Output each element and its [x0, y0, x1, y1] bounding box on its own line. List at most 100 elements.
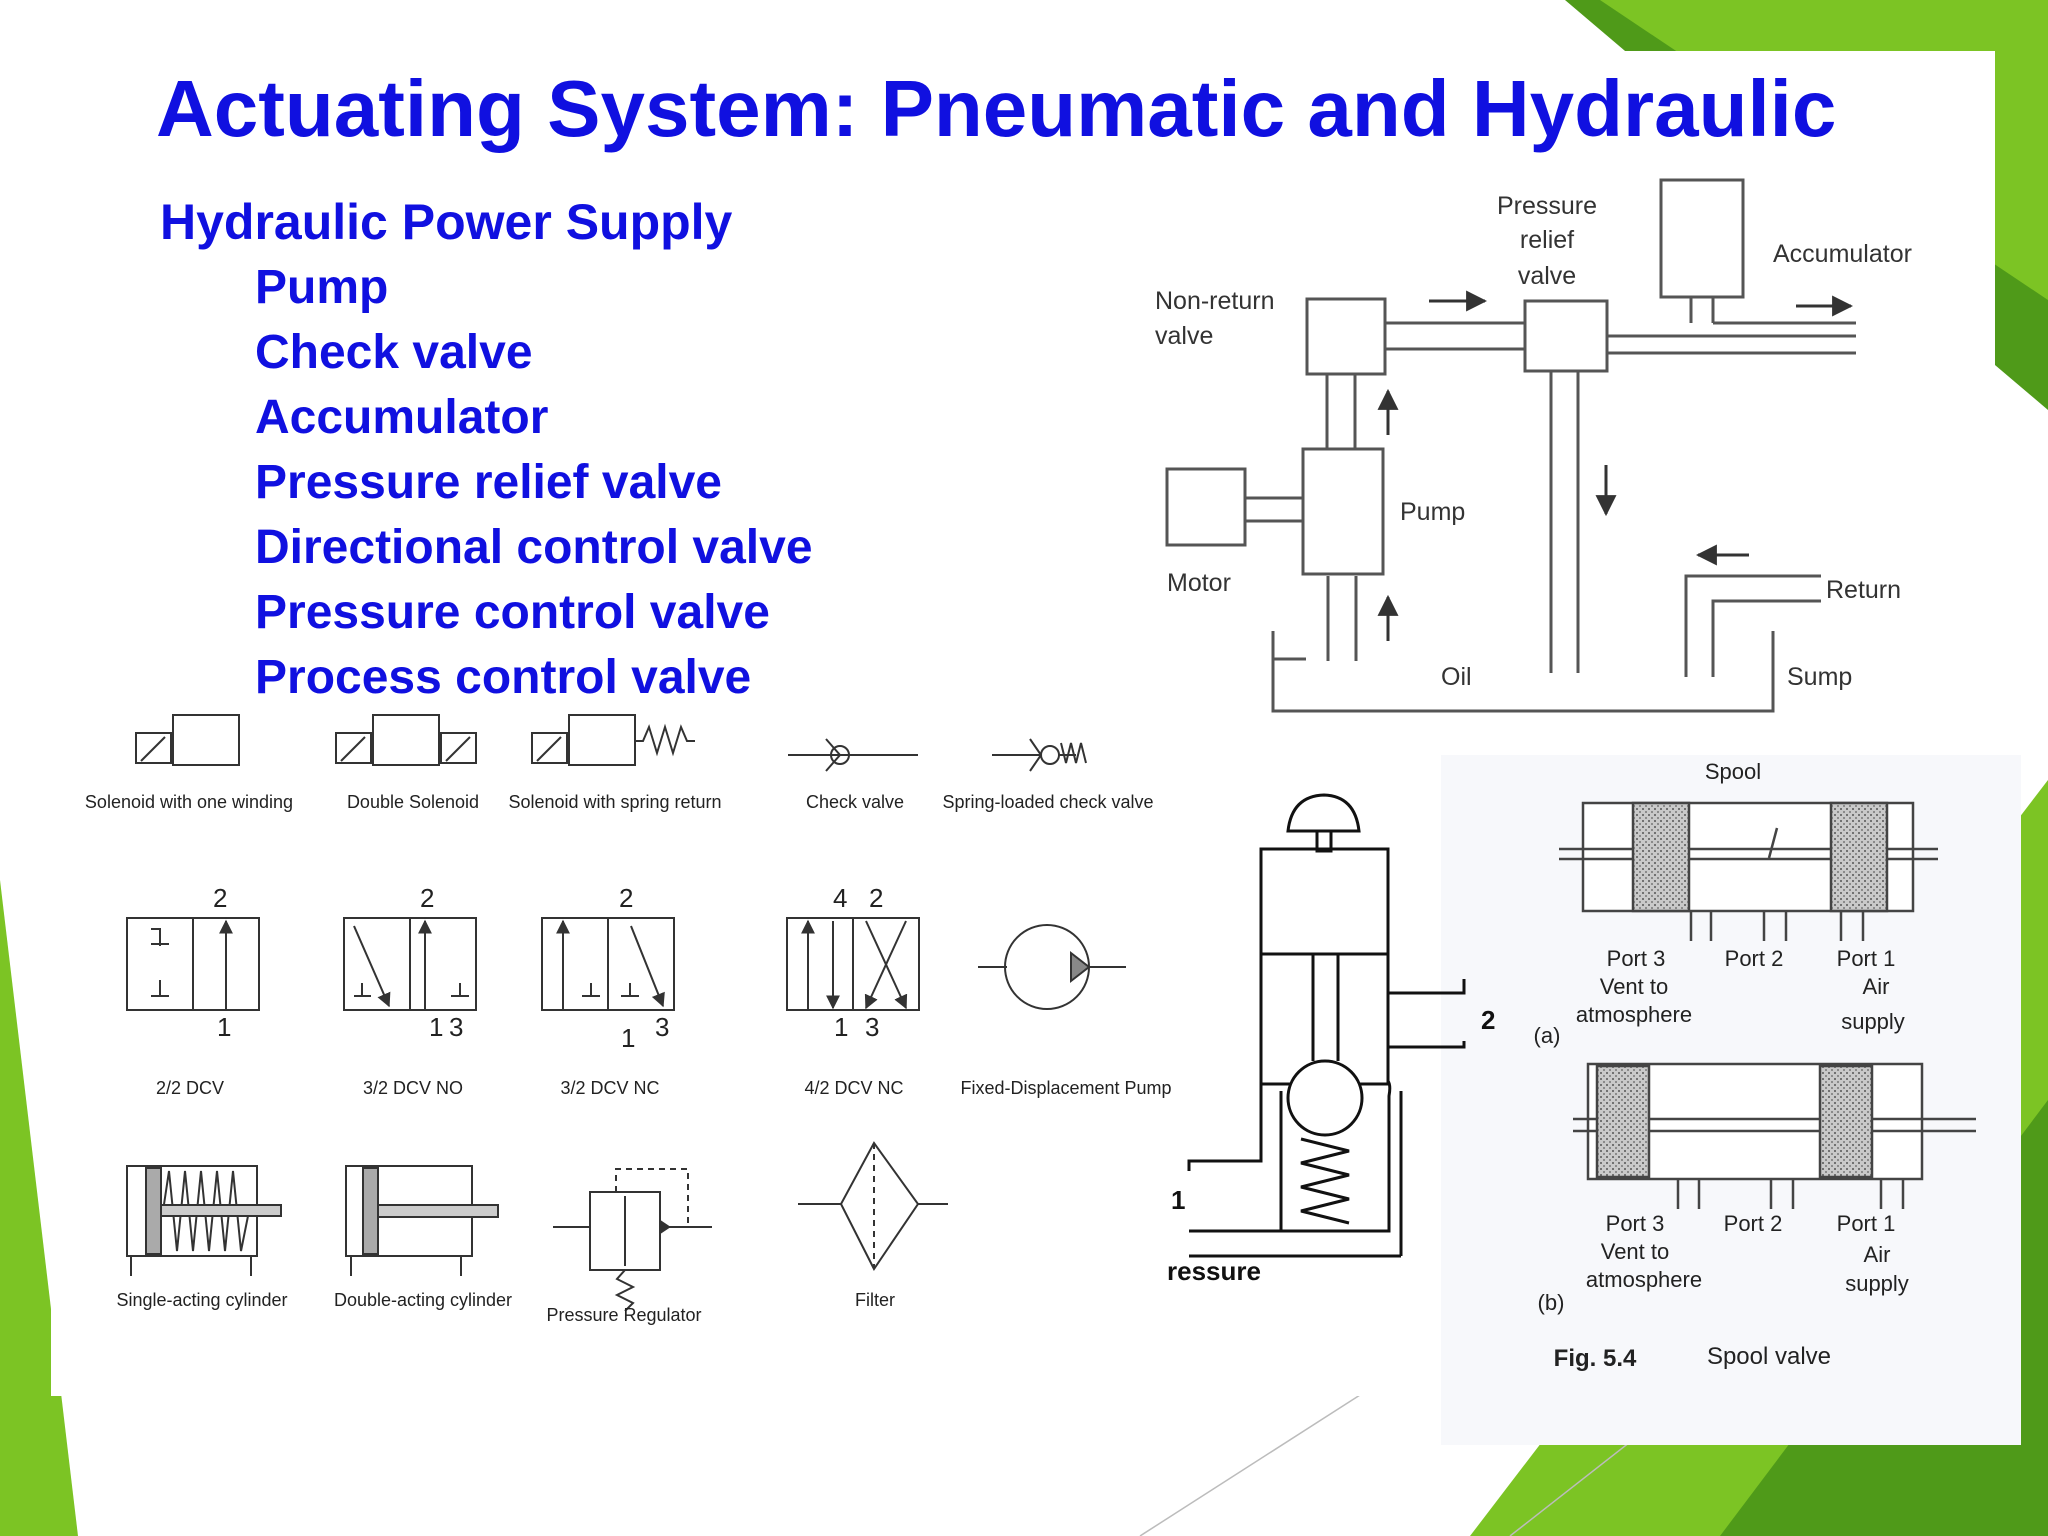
- spool-land: [1829, 801, 1889, 913]
- list-item: Check valve: [255, 326, 533, 379]
- supply-labels: Pressure relief valve Accumulator Non-re…: [1155, 192, 1912, 691]
- relief-cap: [1259, 847, 1390, 956]
- accumulator-box: [1659, 178, 1745, 299]
- svg-text:2: 2: [619, 883, 633, 913]
- svg-text:Vent to: Vent to: [1601, 1239, 1670, 1264]
- label-return: Return: [1826, 576, 1901, 604]
- pressure-regulator-symbol: [553, 1168, 712, 1312]
- spool-land: [1631, 801, 1691, 913]
- bullet-list: Hydraulic Power Supply Pump Check valve …: [160, 189, 813, 710]
- svg-text:2: 2: [213, 883, 227, 913]
- label-dcv32nc: 3/2 DCV NC: [560, 1078, 659, 1098]
- svg-text:Port 1: Port 1: [1837, 946, 1896, 971]
- svg-text:atmosphere: atmosphere: [1586, 1267, 1702, 1292]
- svg-text:4: 4: [833, 883, 847, 913]
- svg-text:atmosphere: atmosphere: [1576, 1002, 1692, 1027]
- flow-arrows: [1377, 290, 1854, 641]
- list-item: Process control valve: [255, 651, 752, 704]
- symbol-labels-row-3: Single-acting cylinder Double-acting cyl…: [116, 1290, 895, 1325]
- non-return-valve-box: [1305, 297, 1387, 376]
- list-item: Accumulator: [255, 391, 549, 444]
- svg-text:Port 3: Port 3: [1606, 1211, 1665, 1236]
- list-item: Pressure control valve: [255, 586, 770, 639]
- svg-text:1: 1: [217, 1012, 231, 1042]
- svg-text:(b): (b): [1538, 1290, 1565, 1315]
- svg-text:1: 1: [621, 1023, 635, 1053]
- spool-land: [1818, 1064, 1874, 1179]
- list-item: Directional control valve: [255, 521, 813, 574]
- label-pump-symbol: Fixed-Displacement Pump: [960, 1078, 1171, 1098]
- double-acting-cylinder-symbol: [345, 1165, 499, 1276]
- valve-port-numbers: 2 1 2 1 3 2 1 3 4 2 1 3: [213, 883, 883, 1053]
- label-pressure-relief: Pressure: [1497, 192, 1597, 220]
- label-motor: Motor: [1167, 569, 1231, 597]
- relief-ball: [1286, 1059, 1364, 1137]
- fixed-displacement-pump-symbol: [978, 924, 1126, 1010]
- svg-text:Vent to: Vent to: [1600, 974, 1669, 999]
- label-solenoid-spring: Solenoid with spring return: [508, 792, 721, 812]
- sump-tank: [1271, 631, 1775, 713]
- check-valve-symbol: [788, 738, 918, 772]
- relief-label: ressure: [1167, 1256, 1261, 1286]
- svg-text:Port 2: Port 2: [1725, 946, 1784, 971]
- relief-knob: [1286, 793, 1361, 833]
- label-pressure-relief: relief: [1520, 226, 1574, 254]
- svg-text:supply: supply: [1845, 1271, 1909, 1296]
- solenoid-spring-return-symbol: [531, 714, 695, 766]
- label-dcv42nc: 4/2 DCV NC: [804, 1078, 903, 1098]
- spool-valve-a: [1559, 801, 1938, 941]
- solenoid-one-winding-symbol: [135, 714, 240, 766]
- spring-check-valve-symbol: [992, 738, 1087, 772]
- relief-port-1: 1: [1171, 1185, 1185, 1215]
- label-solenoid-one: Solenoid with one winding: [85, 792, 293, 812]
- label-double-solenoid: Double Solenoid: [347, 792, 479, 812]
- svg-text:Air: Air: [1864, 1242, 1891, 1267]
- symbol-labels-row-1: Solenoid with one winding Double Solenoi…: [85, 792, 1154, 812]
- decor-line: [1139, 1394, 1361, 1536]
- svg-text:1: 1: [834, 1012, 848, 1042]
- label-sump: Sump: [1787, 663, 1852, 691]
- dcv-32-no-symbol: [343, 917, 477, 1011]
- svg-text:3: 3: [655, 1012, 669, 1042]
- fig-caption: Spool valve: [1707, 1343, 1831, 1370]
- spool-label: Spool: [1705, 759, 1761, 784]
- svg-text:2: 2: [420, 883, 434, 913]
- label-spring-check: Spring-loaded check valve: [942, 792, 1153, 812]
- spool-labels: Spool Port 3 Port 2 Port 1 Vent to atmos…: [1534, 759, 1909, 1372]
- relief-port-2: 2: [1481, 1005, 1495, 1035]
- double-solenoid-symbol: [335, 714, 477, 766]
- list-item: Pressure relief valve: [255, 456, 722, 509]
- label-non-return: Non-return: [1155, 287, 1275, 315]
- svg-text:3: 3: [449, 1012, 463, 1042]
- slide-title: Actuating System: Pneumatic and Hydrauli…: [156, 64, 1837, 153]
- relief-valve-labels: 2 1 ressure: [1167, 1005, 1495, 1286]
- pump-box: [1301, 447, 1385, 576]
- dcv-32-nc-symbol: [541, 917, 675, 1011]
- symbols-row-3: [126, 1141, 948, 1312]
- diagrams: Pressure relief valve Accumulator Non-re…: [85, 178, 1976, 1372]
- symbols-row-1: [135, 714, 1087, 772]
- dcv-42-nc-symbol: [786, 917, 920, 1011]
- motor-box: [1165, 467, 1247, 547]
- label-accumulator: Accumulator: [1773, 240, 1912, 268]
- symbols-row-2: [126, 917, 1126, 1011]
- spool-valve-b: [1573, 1062, 1976, 1209]
- pressure-relief-valve-box: [1523, 299, 1609, 373]
- label-check-valve: Check valve: [806, 792, 904, 812]
- filter-symbol: [798, 1141, 948, 1271]
- list-heading: Hydraulic Power Supply: [160, 194, 733, 250]
- relief-valve-diagram: [1187, 793, 1466, 1258]
- svg-text:Port 1: Port 1: [1837, 1211, 1896, 1236]
- svg-text:3: 3: [865, 1012, 879, 1042]
- svg-text:(a): (a): [1534, 1023, 1561, 1048]
- label-double-cyl: Double-acting cylinder: [334, 1290, 512, 1310]
- svg-text:supply: supply: [1841, 1009, 1905, 1034]
- svg-text:1: 1: [429, 1012, 443, 1042]
- label-dcv22: 2/2 DCV: [156, 1078, 224, 1098]
- slide-canvas: Actuating System: Pneumatic and Hydrauli…: [51, 51, 2021, 1445]
- label-single-cyl: Single-acting cylinder: [116, 1290, 287, 1310]
- label-filter: Filter: [855, 1290, 895, 1310]
- fig-number: Fig. 5.4: [1554, 1345, 1637, 1372]
- label-pump: Pump: [1400, 498, 1465, 526]
- dcv-22-symbol: [126, 917, 260, 1011]
